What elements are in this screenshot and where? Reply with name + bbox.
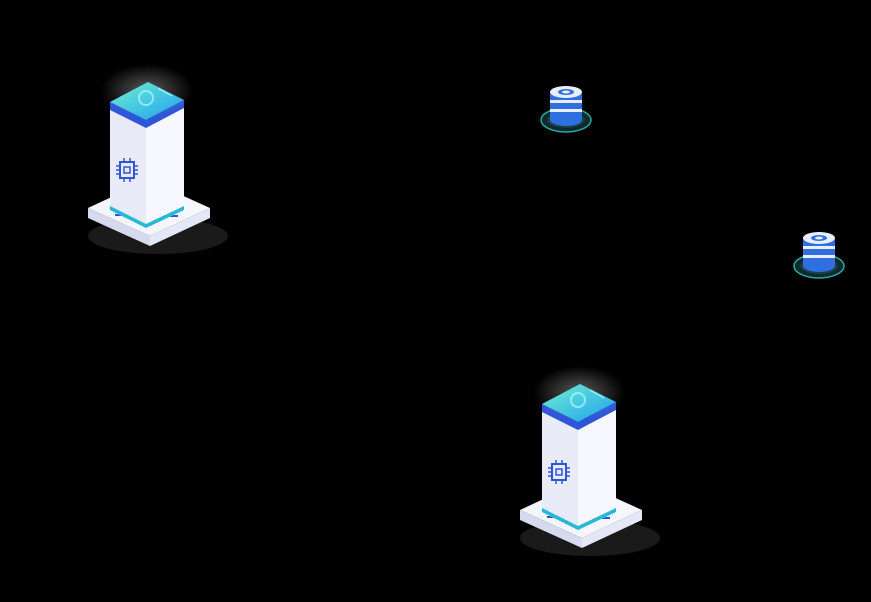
server-illustration: [520, 366, 660, 556]
server-illustration: [88, 64, 228, 254]
database-node: [789, 228, 849, 284]
cpu-chip-icon: [548, 460, 570, 484]
indicator-light: [170, 215, 178, 217]
server-node: [80, 60, 230, 260]
cpu-chip-icon: [116, 158, 138, 182]
database-node: [536, 82, 596, 138]
indicator-light: [547, 516, 555, 518]
indicator-light: [602, 517, 610, 519]
database-icon: [540, 86, 592, 133]
database-icon: [793, 232, 845, 279]
server-node: [512, 362, 662, 562]
indicator-light: [115, 214, 123, 216]
